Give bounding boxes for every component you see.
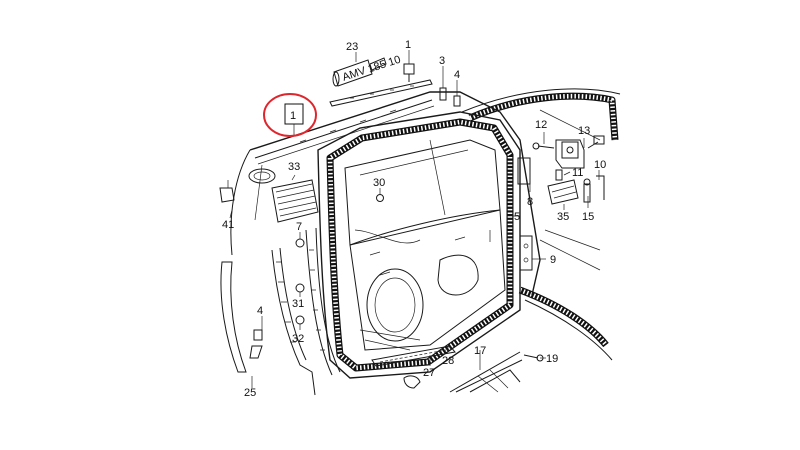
label-23: 23 [346, 41, 358, 53]
label-27: 27 [423, 367, 435, 379]
label-8: 8 [527, 196, 533, 208]
label-31: 31 [292, 298, 304, 310]
hinge-assembly [517, 135, 605, 362]
label-30: 30 [373, 177, 385, 189]
label-7: 7 [296, 221, 302, 233]
label-19: 19 [546, 353, 558, 365]
label-32: 32 [292, 333, 304, 345]
hinge-side-trim [220, 227, 341, 396]
door-outer-skin [230, 91, 541, 296]
sealant-tube: AMV 185 10 [332, 54, 402, 87]
label-25: 25 [244, 387, 256, 399]
label-33: 33 [288, 161, 300, 173]
window-regulator [449, 351, 523, 393]
label-10: 10 [594, 159, 606, 171]
label-4-top: 4 [454, 69, 460, 81]
highlight-circle [263, 93, 317, 137]
label-1-top: 1 [405, 39, 411, 51]
label-1: 1 [290, 110, 296, 122]
leader-lines [227, 50, 600, 388]
label-11: 11 [572, 167, 583, 179]
insulation-pad [271, 179, 319, 223]
label-13: 13 [578, 125, 590, 137]
label-35: 35 [557, 211, 569, 223]
label-5: 5 [514, 211, 520, 223]
label-17: 17 [474, 345, 486, 357]
upper-rail [329, 79, 433, 107]
lower-seal-strip [371, 345, 456, 389]
part-labels: 1 23 1 3 4 33 30 41 7 31 32 4 25 5 8 9 1… [222, 39, 606, 399]
label-41: 41 [222, 219, 234, 231]
label-15: 15 [582, 211, 594, 223]
label-4-left: 4 [257, 305, 263, 317]
tube-label-text: AMV 185 10 [341, 54, 402, 84]
label-3: 3 [439, 55, 445, 67]
label-12: 12 [535, 119, 547, 131]
door-inner-frame [317, 111, 521, 379]
label-28: 28 [442, 355, 454, 367]
label-9: 9 [550, 254, 556, 266]
label-box-1 [284, 103, 304, 125]
